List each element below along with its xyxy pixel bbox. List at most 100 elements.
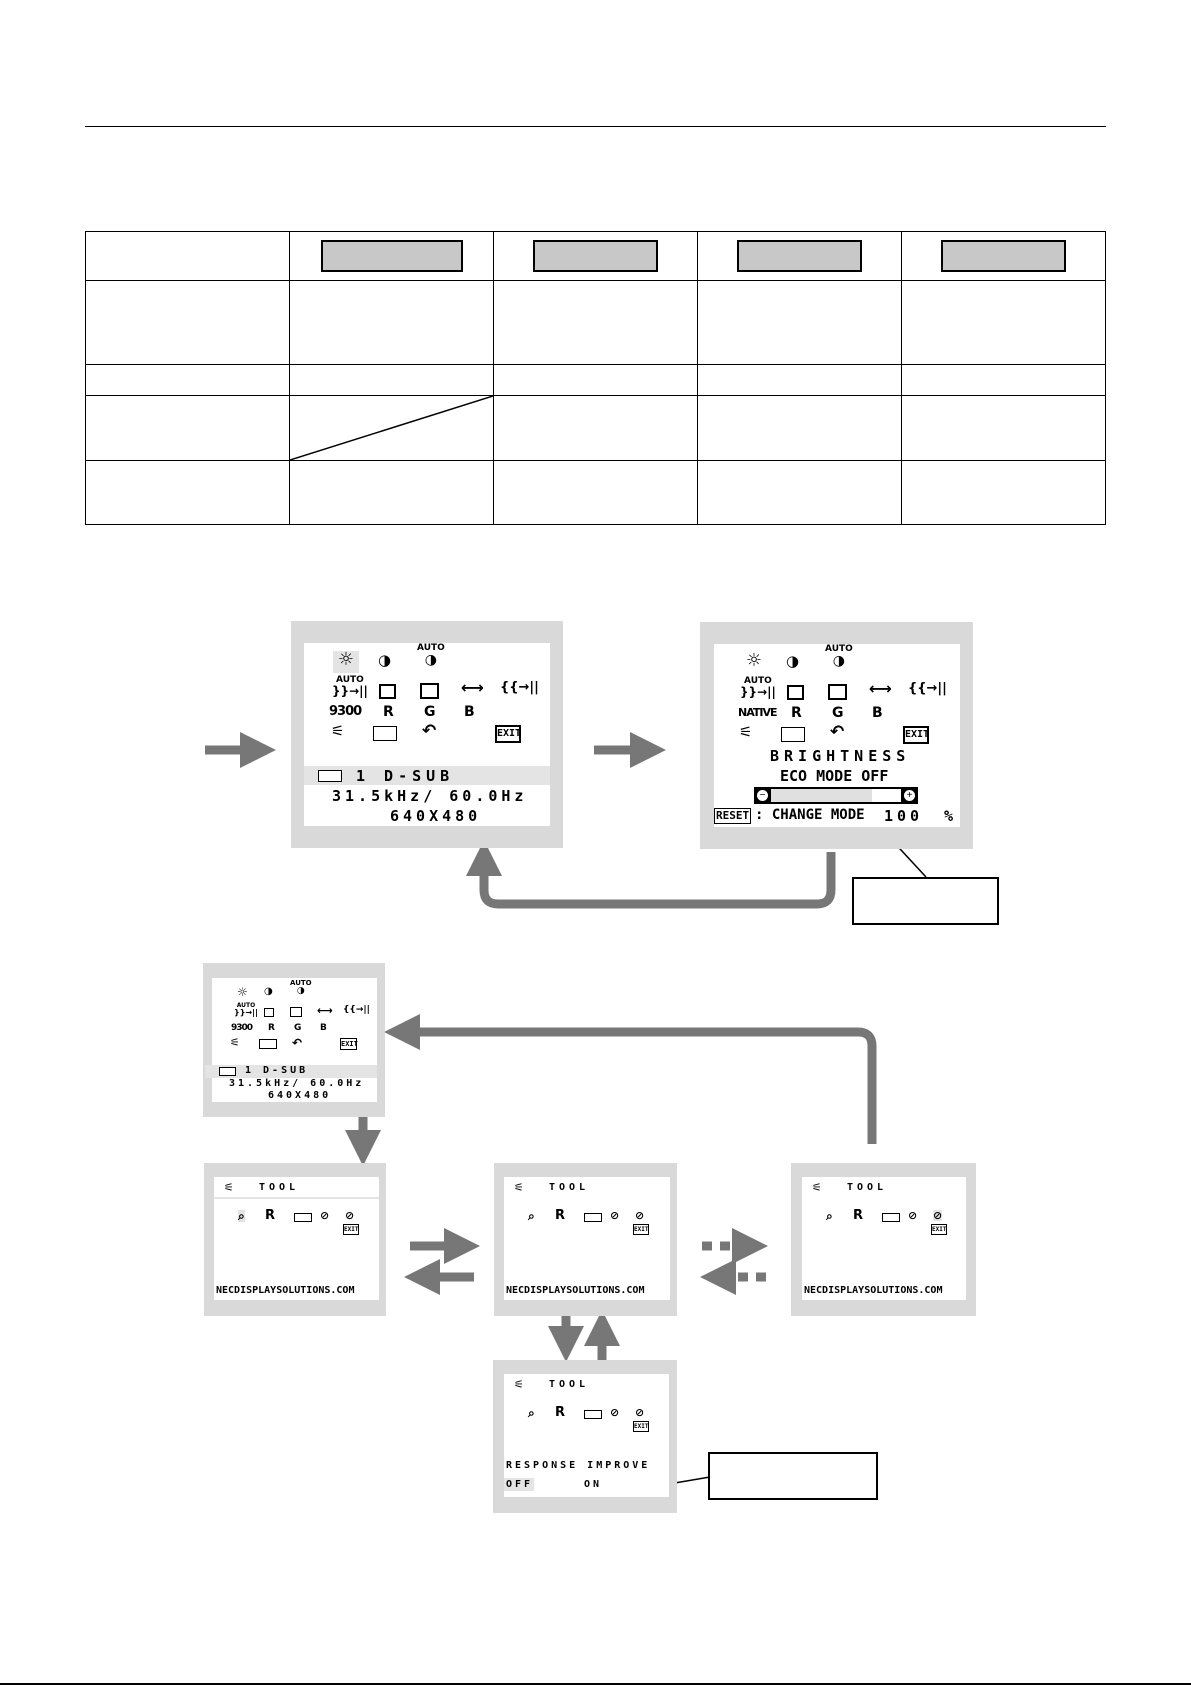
zoom-icon[interactable]: ⌕ — [238, 1209, 245, 1223]
auto-adjust-icon[interactable]: AUTO}}→|| — [234, 1002, 258, 1017]
color-native-label[interactable]: NATIVE — [738, 706, 777, 719]
size-icon[interactable] — [290, 1007, 302, 1017]
color-preset-label[interactable]: 9300 — [231, 1023, 253, 1033]
key-box — [941, 240, 1066, 272]
auto-adjust-icon[interactable]: AUTO}}→|| — [332, 675, 368, 698]
reset-key-label[interactable]: RESET — [714, 808, 752, 824]
plus-icon[interactable]: + — [904, 790, 915, 801]
exit-icon[interactable]: EXIT — [633, 1421, 649, 1432]
brightness-slider[interactable]: − + — [754, 787, 918, 804]
exit-icon[interactable]: EXIT — [903, 726, 929, 744]
fine-adjust-icon[interactable]: {{→|| — [343, 1005, 370, 1015]
osd-screen: ⚟ TOOL ⌕ R ⊘ ⊘ EXIT NECDISPLAYSOLUTIONS.… — [214, 1177, 379, 1300]
return-arrow-icon[interactable]: ↶ — [292, 1036, 303, 1050]
eco-info-icon[interactable]: ⊘ — [610, 1209, 620, 1222]
position-icon[interactable] — [379, 684, 396, 699]
exit-icon[interactable]: EXIT — [343, 1224, 359, 1235]
size-icon[interactable] — [828, 684, 847, 700]
return-arrow-icon[interactable]: ↶ — [422, 721, 437, 741]
eco-usage-icon[interactable]: ⊘ — [635, 1406, 645, 1419]
green-label[interactable]: G — [294, 1023, 302, 1033]
auto-contrast-icon[interactable]: AUTO◑ — [417, 643, 445, 668]
table-cell — [493, 460, 698, 525]
zoom-icon[interactable]: ⌕ — [528, 1209, 535, 1223]
keyboard-icon[interactable] — [781, 727, 805, 742]
footer-rule — [0, 1683, 1191, 1685]
wrench-icon[interactable]: ⚟ — [739, 723, 753, 741]
eco-usage-icon[interactable]: ⊘ — [635, 1209, 645, 1222]
color-preset-label[interactable]: 9300 — [329, 704, 362, 719]
osd-screen: ⚟ TOOL ⌕ R ⊘ ⊘ EXIT NECDISPLAYSOLUTIONS.… — [504, 1177, 670, 1300]
connector-icon — [318, 770, 342, 782]
fine-adjust-icon[interactable]: {{→|| — [908, 681, 947, 696]
exit-icon[interactable]: EXIT — [931, 1224, 947, 1235]
wrench-icon: ⚟ — [812, 1181, 822, 1194]
horizontal-arrows-icon[interactable]: ⟷ — [317, 1004, 333, 1017]
diagonal-strike — [290, 396, 493, 460]
exit-icon[interactable]: EXIT — [495, 725, 521, 743]
blue-label[interactable]: B — [320, 1023, 327, 1033]
auto-contrast-icon[interactable]: AUTO◑ — [825, 644, 853, 669]
callout-box-response — [708, 1452, 878, 1500]
key-box — [533, 240, 658, 272]
video-detect-icon[interactable]: R — [265, 1208, 276, 1223]
off-timer-icon[interactable] — [882, 1213, 900, 1222]
horizontal-arrows-icon[interactable]: ⟷ — [461, 678, 484, 697]
minus-icon[interactable]: − — [757, 790, 768, 801]
green-label[interactable]: G — [832, 705, 844, 721]
off-timer-icon[interactable] — [584, 1213, 602, 1222]
sun-icon[interactable]: ☼ — [333, 651, 359, 673]
zoom-icon[interactable]: ⌕ — [826, 1209, 833, 1223]
fine-adjust-icon[interactable]: {{→|| — [500, 680, 539, 695]
half-circle-icon[interactable]: ◑ — [786, 652, 800, 670]
video-detect-icon[interactable]: R — [853, 1208, 864, 1223]
wrench-icon[interactable]: ⚟ — [230, 1036, 240, 1049]
sun-icon[interactable]: ☼ — [237, 985, 248, 999]
tool-title: TOOL — [847, 1182, 888, 1193]
osd-screen: ☼ ◑ AUTO◑ AUTO}}→|| ⟷ {{→|| 9300 R G B ⚟… — [304, 643, 550, 826]
auto-adjust-icon[interactable]: AUTO}}→|| — [740, 676, 776, 699]
sun-icon[interactable]: ☼ — [745, 650, 763, 671]
keyboard-icon[interactable] — [373, 726, 397, 741]
red-label[interactable]: R — [383, 704, 394, 720]
off-timer-icon[interactable] — [294, 1213, 312, 1222]
osd-response-improve: ⚟ TOOL ⌕ R ⊘ ⊘ EXIT RESPONSE IMPROVE OFF… — [493, 1360, 677, 1513]
zoom-icon[interactable]: ⌕ — [528, 1406, 535, 1420]
exit-icon[interactable]: EXIT — [340, 1038, 358, 1050]
osd-screen: ⚟ TOOL ⌕ R ⊘ ⊘ EXIT RESPONSE IMPROVE OFF… — [504, 1374, 669, 1497]
resolution-readout: 640X480 — [268, 1090, 332, 1101]
eco-info-icon[interactable]: ⊘ — [610, 1406, 620, 1419]
blue-label[interactable]: B — [464, 704, 475, 720]
red-label[interactable]: R — [791, 705, 802, 721]
horizontal-arrows-icon[interactable]: ⟷ — [869, 679, 892, 698]
blue-label[interactable]: B — [872, 705, 883, 721]
input-band — [205, 1065, 377, 1078]
off-option[interactable]: OFF — [506, 1479, 534, 1490]
wrench-icon[interactable]: ⚟ — [331, 722, 345, 740]
eco-info-icon[interactable]: ⊘ — [320, 1209, 330, 1222]
osd-main-menu: ☼ ◑ AUTO◑ AUTO}}→|| ⟷ {{→|| 9300 R G B ⚟… — [291, 621, 563, 848]
osd-tool-1: ⚟ TOOL ⌕ R ⊘ ⊘ EXIT NECDISPLAYSOLUTIONS.… — [204, 1163, 386, 1316]
eco-usage-icon[interactable]: ⊘ — [933, 1209, 943, 1222]
size-icon[interactable] — [420, 683, 439, 699]
video-detect-icon[interactable]: R — [555, 1405, 566, 1420]
exit-icon[interactable]: EXIT — [633, 1224, 649, 1235]
half-circle-icon[interactable]: ◑ — [264, 986, 273, 997]
eco-info-icon[interactable]: ⊘ — [908, 1209, 918, 1222]
on-option[interactable]: ON — [584, 1479, 603, 1490]
position-icon[interactable] — [264, 1008, 274, 1017]
half-circle-icon[interactable]: ◑ — [378, 651, 392, 669]
red-label[interactable]: R — [268, 1023, 275, 1033]
connector-icon — [219, 1067, 236, 1076]
table-cell — [493, 395, 698, 461]
keyboard-icon[interactable] — [259, 1039, 277, 1049]
arrow-tool-to-menu — [384, 1014, 877, 1144]
green-label[interactable]: G — [424, 704, 436, 720]
position-icon[interactable] — [787, 685, 804, 700]
eco-usage-icon[interactable]: ⊘ — [345, 1209, 355, 1222]
return-arrow-icon[interactable]: ↶ — [830, 722, 845, 742]
auto-contrast-icon[interactable]: AUTO◑ — [290, 979, 312, 996]
slider-track — [771, 789, 901, 802]
off-timer-icon[interactable] — [584, 1410, 602, 1419]
video-detect-icon[interactable]: R — [555, 1208, 566, 1223]
